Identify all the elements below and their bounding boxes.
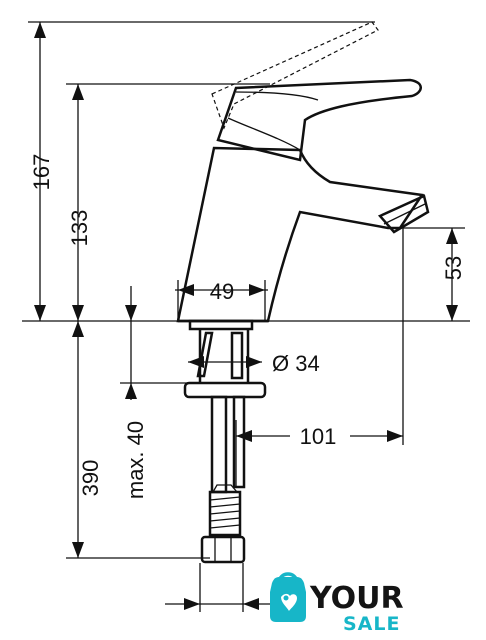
- dim-49-label: 49: [210, 279, 234, 304]
- dimension-49: 49: [175, 279, 268, 321]
- reference-lines: [22, 21, 470, 612]
- dimension-390: 390: [72, 321, 103, 558]
- shopping-bag-icon: [270, 572, 306, 622]
- dimension-max-40: max. 40: [123, 286, 148, 499]
- dimension-167: 167: [29, 22, 54, 321]
- mounting-assembly: [183, 319, 267, 564]
- dim-133-label: 133: [67, 210, 92, 247]
- logo-word-your: YOUR: [309, 581, 404, 616]
- dim-53-label: 53: [441, 256, 466, 280]
- dim-max40-label: max. 40: [123, 421, 148, 499]
- dim-101-label: 101: [300, 424, 337, 449]
- dim-34-label: Ø 34: [272, 351, 320, 376]
- dimension-133: 133: [67, 84, 92, 321]
- lever-raised-outline: [211, 21, 379, 130]
- dim-167-label: 167: [29, 154, 54, 191]
- yoursale-logo: YOUR SALE: [270, 572, 404, 635]
- dimension-diameter-34: Ø 34: [188, 351, 320, 376]
- logo-word-sale: SALE: [343, 613, 400, 635]
- dimension-101: 101: [236, 424, 403, 449]
- dim-390-label: 390: [78, 460, 103, 497]
- dimension-53: 53: [441, 228, 466, 321]
- dimension-nut-width: [165, 598, 275, 610]
